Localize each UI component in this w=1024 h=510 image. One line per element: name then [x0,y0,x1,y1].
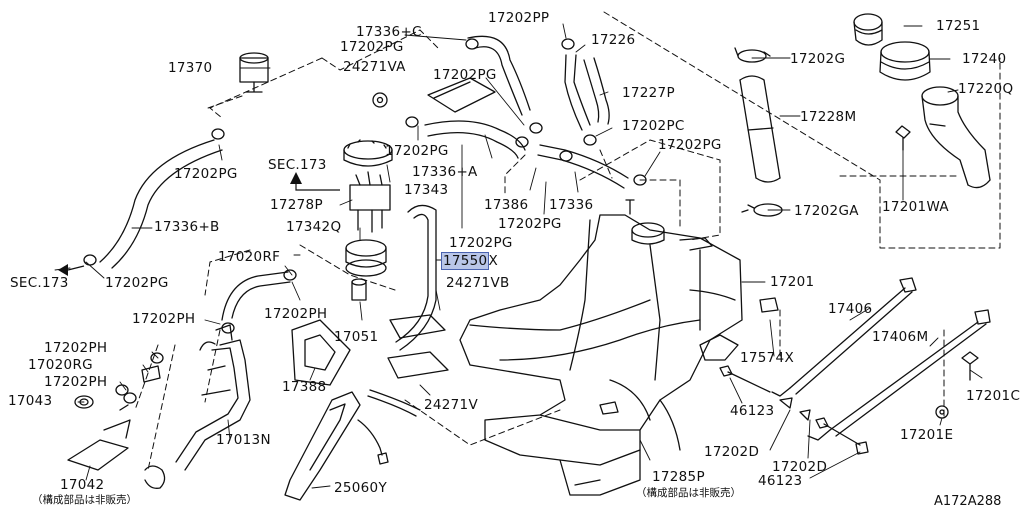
callout-17202g[interactable]: 17202G [790,51,846,67]
callout-17226[interactable]: 17226 [591,32,636,48]
filler-tube-17013n [144,324,251,489]
callout-17550[interactable]: 17550X [440,252,499,270]
callout-46123-b[interactable]: 46123 [758,473,803,489]
callout-17202pg-b[interactable]: 17202PG [433,67,497,83]
tube-17550 [395,204,437,351]
insulator-pads [367,314,449,417]
callout-17227p[interactable]: 17227P [622,85,675,101]
callout-17202d-a[interactable]: 17202D [704,444,760,460]
callout-17202ph-c[interactable]: 17202PH [44,340,108,356]
callout-17343[interactable]: 17343 [404,182,449,198]
callout-17251[interactable]: 17251 [936,18,981,34]
fuel-filter-and-lines [83,52,269,269]
callout-17202pg-e[interactable]: 17202PG [174,166,238,182]
callout-17550-suffix: X [488,253,499,269]
callout-17201[interactable]: 17201 [770,274,815,290]
callout-24271va[interactable]: 24271VA [343,59,406,75]
callout-17386[interactable]: 17386 [484,197,529,213]
vent-hoses [372,35,647,189]
callout-17051[interactable]: 17051 [334,329,379,345]
callout-17020rf[interactable]: 17020RF [218,249,281,265]
callout-17336c[interactable]: 17336+C [356,24,422,40]
callout-17201e[interactable]: 17201E [900,427,954,443]
callout-17202pg-h[interactable]: 17202PG [105,275,169,291]
callout-17201c[interactable]: 17201C [966,388,1021,404]
callout-24271v[interactable]: 24271V [424,397,478,413]
callout-17202pg-d[interactable]: 17202PG [385,143,449,159]
callout-sec173-a[interactable]: SEC.173 [268,157,327,173]
callout-17013n[interactable]: 17013N [216,432,271,448]
callout-17336b[interactable]: 17336+B [154,219,220,235]
callout-sec173-b[interactable]: SEC.173 [10,275,69,291]
callout-17202ga[interactable]: 17202GA [794,203,859,219]
callout-17228m[interactable]: 17228M [800,109,857,125]
callout-17202pg-c[interactable]: 17202PG [658,137,722,153]
callout-17406m[interactable]: 17406M [872,329,929,345]
diagram-reference-code: A172A288 [934,494,1002,509]
callout-17202pg-f[interactable]: 17202PG [498,216,562,232]
callout-17336a[interactable]: 17336+A [412,164,478,180]
callout-17043[interactable]: 17043 [8,393,53,409]
callout-17336[interactable]: 17336 [549,197,594,213]
note-not-sold-right: （構成部品は非販売） [636,487,741,499]
highlighted-part-number[interactable]: 17550 [440,252,490,270]
callout-17240[interactable]: 17240 [962,51,1007,67]
callout-17406[interactable]: 17406 [828,301,873,317]
callout-17285p[interactable]: 17285P [652,469,705,485]
filler-neck-assembly [734,13,991,217]
sec-arrows [58,172,302,276]
callout-17202ph-d[interactable]: 17202PH [44,374,108,390]
callout-17201wa[interactable]: 17201WA [882,199,949,215]
callout-17278p[interactable]: 17278P [270,197,323,213]
dashed-group-outlines [134,11,1001,471]
fuel-tank [459,199,743,496]
note-not-sold-left: （構成部品は非販売） [32,494,137,506]
callout-46123-a[interactable]: 46123 [730,403,775,419]
callout-17220q[interactable]: 17220Q [958,81,1014,97]
callout-17202pg-g[interactable]: 17202PG [449,235,513,251]
callout-17042[interactable]: 17042 [60,477,105,493]
callout-17202pp-a[interactable]: 17202PP [488,10,550,26]
callout-17202pc[interactable]: 17202PC [622,118,685,134]
sender-25060y [284,391,389,501]
callout-24271vb[interactable]: 24271VB [446,275,510,291]
fuel-pump-sender-assembly [343,139,393,277]
leader-lines [54,23,983,489]
callout-17370[interactable]: 17370 [168,60,213,76]
callout-17202ph-b[interactable]: 17202PH [264,306,328,322]
tank-straps [719,277,991,455]
callout-17342q[interactable]: 17342Q [286,219,342,235]
callout-17202d-b[interactable]: 17202D [772,459,828,475]
callout-17388[interactable]: 17388 [282,379,327,395]
callout-17202pg-a[interactable]: 17202PG [340,39,404,55]
left-small-parts [67,269,367,471]
callout-17020rg[interactable]: 17020RG [28,357,93,373]
callout-17202ph-a[interactable]: 17202PH [132,311,196,327]
callout-25060y[interactable]: 25060Y [334,480,387,496]
callout-17574x[interactable]: 17574X [740,350,794,366]
